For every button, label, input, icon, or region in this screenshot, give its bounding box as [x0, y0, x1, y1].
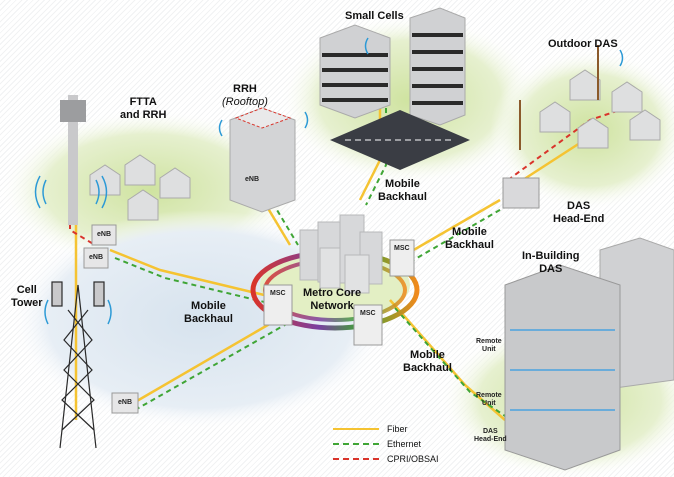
label-rrh: RRH (Rooftop)	[222, 83, 268, 109]
in-building-das	[504, 237, 674, 471]
backhaul-line1: Mobile	[452, 226, 487, 238]
ethernet-links	[114, 90, 541, 441]
enb-tag: eNB	[118, 399, 133, 406]
label-ftta-line1: FTTA	[129, 96, 157, 108]
metro-line1: Metro Core	[303, 287, 362, 299]
backhaul-line1: Mobile	[410, 349, 445, 361]
enb-box	[83, 247, 109, 269]
in-building-line2: DAS	[539, 263, 563, 275]
label-metro-core: Metro Core Network	[303, 287, 361, 313]
label-remote-unit-lower: Remote Unit	[476, 392, 502, 408]
legend-swatch-cpri	[333, 457, 379, 460]
fiber-link	[404, 198, 501, 257]
msc-tag: MSC	[360, 310, 376, 317]
legend-swatch-fiber	[333, 427, 379, 430]
das-head-end-cabinet	[502, 177, 540, 209]
rrh-building	[229, 107, 296, 213]
cell-tower-line2: Tower	[11, 297, 43, 309]
legend-label: Fiber	[387, 423, 408, 434]
legend-item-cpri: CPRI/OBSAI	[333, 451, 473, 466]
backhaul-line1: Mobile	[385, 178, 420, 190]
small-cells-buildings	[319, 7, 470, 170]
ethernet-link	[134, 321, 291, 411]
enb-box	[91, 224, 117, 246]
backhaul-line2: Backhaul	[184, 313, 233, 325]
label-remote-unit-upper: Remote Unit	[476, 338, 502, 354]
cell-tower	[51, 281, 105, 449]
remote-unit-line2: Unit	[482, 346, 496, 353]
enb-box	[111, 392, 139, 414]
ethernet-link	[394, 307, 541, 441]
das-head-end-line1: DAS	[567, 200, 591, 212]
backhaul-line2: Backhaul	[445, 239, 494, 251]
label-backhaul-tower: Mobile Backhaul	[184, 300, 233, 326]
signal-waves	[34, 37, 624, 325]
remote-unit-line1: Remote	[476, 392, 502, 399]
in-building-line1: In-Building	[522, 250, 580, 262]
label-small-cells: Small Cells	[345, 10, 404, 22]
label-in-building-das: In-Building DAS	[522, 250, 579, 276]
cell-tower-line1: Cell	[16, 284, 37, 296]
label-rrh-sub: (Rooftop)	[222, 96, 268, 108]
label-cell-tower: Cell Tower	[11, 284, 43, 310]
das-head-end-small-line1: DAS	[482, 428, 498, 435]
msc-boxes	[263, 239, 415, 346]
legend-item-ethernet: Ethernet	[333, 436, 473, 451]
metro-line2: Network	[310, 300, 354, 312]
label-das-head-end: DAS Head-End	[553, 200, 604, 226]
backhaul-line2: Backhaul	[378, 191, 427, 203]
label-backhaul-das: Mobile Backhaul	[445, 226, 494, 252]
label-ftta-line2: and RRH	[120, 109, 167, 121]
fiber-link	[389, 299, 506, 421]
legend-label: Ethernet	[387, 438, 422, 449]
msc-tag: MSC	[394, 245, 410, 252]
backhaul-line1: Mobile	[191, 300, 226, 312]
backhaul-line2: Backhaul	[403, 362, 452, 374]
legend: Fiber Ethernet CPRI/OBSAI	[333, 421, 473, 466]
label-rrh-title: RRH	[233, 83, 257, 95]
ethernet-link	[114, 257, 286, 308]
legend-label: CPRI/OBSAI	[387, 453, 439, 464]
ethernet-link	[409, 206, 506, 263]
label-backhaul-small-cells: Mobile Backhaul	[378, 178, 427, 204]
label-ftta: FTTA and RRH	[120, 96, 166, 122]
legend-swatch-ethernet	[333, 442, 379, 445]
ftta-site	[60, 95, 191, 269]
msc-tag: MSC	[270, 290, 286, 297]
label-backhaul-in-building: Mobile Backhaul	[403, 349, 452, 375]
label-outdoor-das: Outdoor DAS	[548, 38, 618, 50]
enb-tag: eNB	[245, 176, 260, 183]
enb-tag: eNB	[89, 254, 104, 261]
enb-tag: eNB	[97, 231, 112, 238]
das-head-end-small-line2: Head-End	[474, 436, 507, 443]
fiber-link	[129, 313, 286, 407]
fiber-link	[109, 248, 286, 302]
legend-item-fiber: Fiber	[333, 421, 473, 436]
ethernet-link	[365, 90, 387, 206]
outdoor-das-site	[519, 45, 661, 150]
remote-unit-line1: Remote	[476, 338, 502, 345]
das-head-end-line2: Head-End	[553, 213, 605, 225]
metro-core-buildings	[299, 214, 383, 294]
label-das-head-end-inbuilding: DAS Head-End	[474, 428, 507, 444]
remote-unit-line2: Unit	[482, 400, 496, 407]
